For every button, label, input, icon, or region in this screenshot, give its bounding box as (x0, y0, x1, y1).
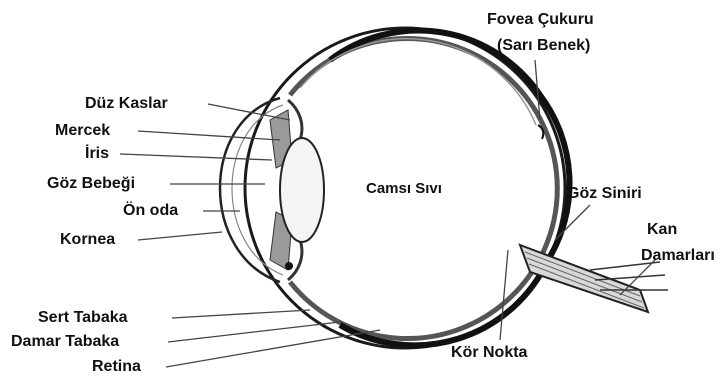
label-damar-tabaka: Damar Tabaka (11, 334, 119, 350)
pointer-mercek (138, 131, 280, 140)
label-kan-line1: Kan (647, 222, 677, 238)
label-kornea: Kornea (60, 232, 115, 248)
pointer-damar-tabaka (168, 322, 340, 342)
label-sert-tabaka: Sert Tabaka (38, 310, 128, 326)
label-goz-siniri: Göz Siniri (567, 186, 642, 202)
label-goz-bebegi: Göz Bebeği (47, 176, 135, 192)
label-on-oda: Ön oda (123, 203, 178, 219)
label-kor-nokta: Kör Nokta (451, 345, 527, 361)
label-retina: Retina (92, 359, 141, 375)
label-fovea-line1: Fovea Çukuru (487, 12, 594, 28)
label-fovea-line2: (Sarı Benek) (497, 38, 590, 54)
pointer-retina (166, 330, 380, 367)
pointer-kor-nokta (500, 250, 508, 340)
pointer-kornea (138, 232, 222, 240)
label-duz-kaslar: Düz Kaslar (85, 96, 168, 112)
label-kan-line2: Damarları (641, 248, 715, 264)
label-mercek: Mercek (55, 123, 110, 139)
ciliary-dot (285, 262, 293, 270)
pointer-sert-tabaka (172, 310, 310, 318)
label-camsi-sivi: Camsı Sıvı (366, 181, 442, 196)
label-iris: İris (85, 146, 109, 162)
lens (280, 138, 324, 242)
